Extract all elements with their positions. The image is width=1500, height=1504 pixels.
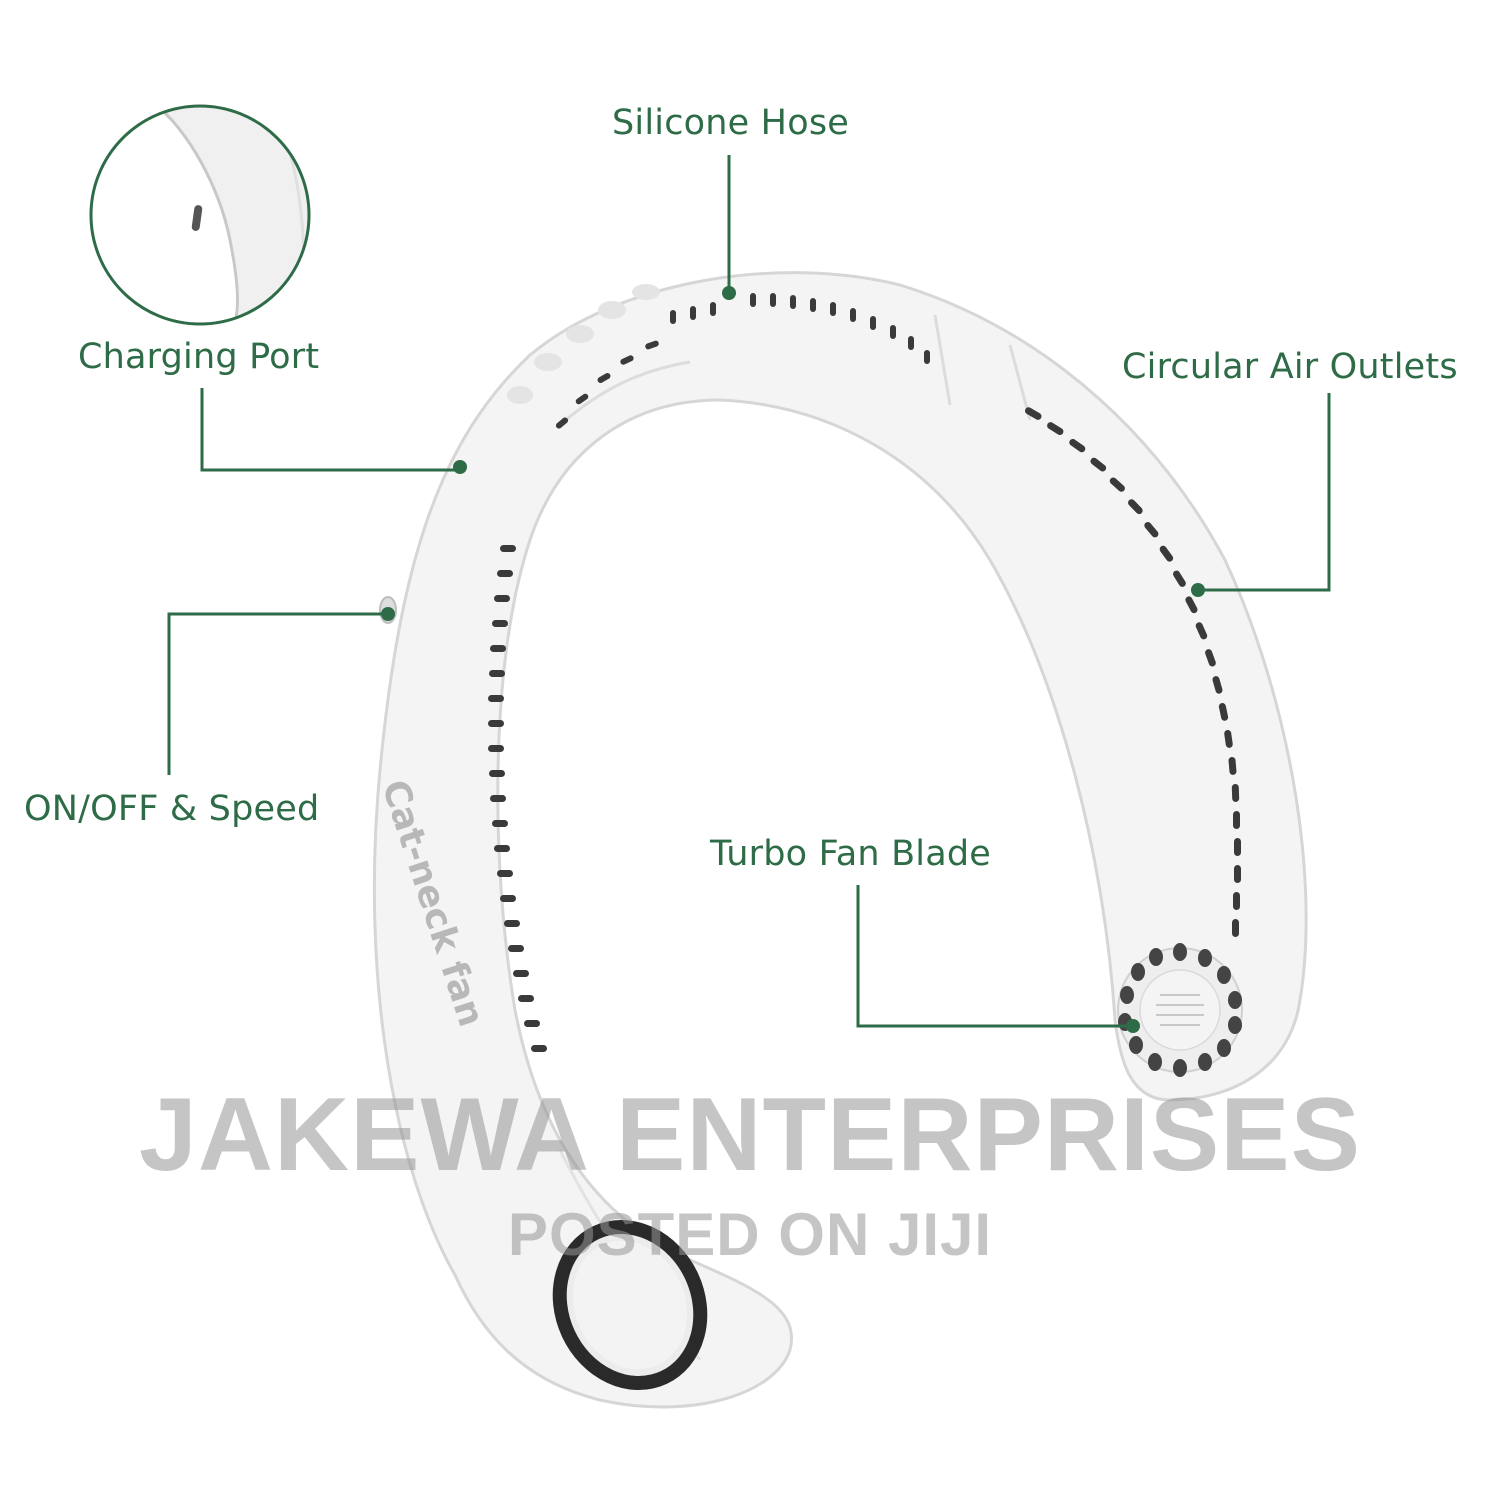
label-circular-air-outlets: Circular Air Outlets: [1122, 347, 1458, 387]
right-arm-vents: [1024, 407, 1241, 937]
charging-port-zoom: [89, 104, 311, 326]
label-silicone-hose: Silicone Hose: [612, 103, 849, 143]
callout-leaders: [167, 155, 1331, 1028]
label-charging-port: Charging Port: [78, 337, 320, 377]
left-arm-vents: [488, 545, 547, 1052]
watermark-sub: POSTED ON JIJI: [507, 1201, 993, 1268]
label-turbo-fan-blade: Turbo Fan Blade: [710, 834, 992, 874]
callout-dots: [381, 286, 1205, 1033]
label-on-off-speed: ON/OFF & Speed: [24, 789, 320, 829]
top-circular-holes: [507, 284, 660, 404]
watermark-main: JAKEWA ENTERPRISES: [139, 1077, 1361, 1193]
neck-fan-body: [372, 271, 1308, 1409]
silicone-hose-vents: [555, 293, 930, 429]
turbo-fan-intake: [1117, 943, 1243, 1077]
